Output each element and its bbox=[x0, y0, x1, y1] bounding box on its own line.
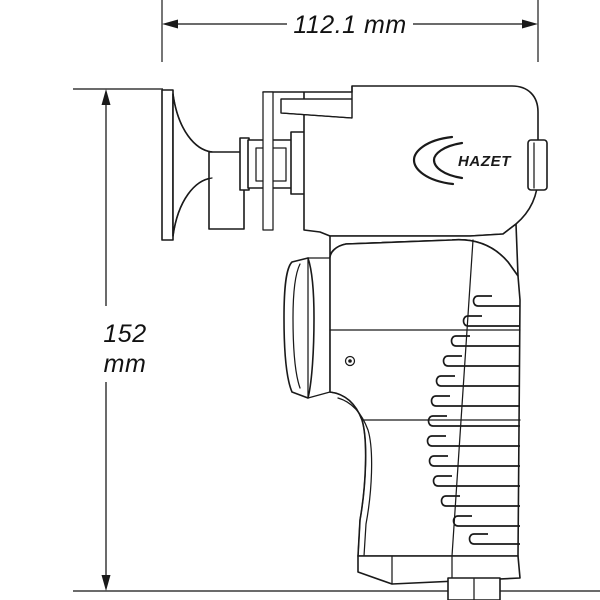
logo-c-bracket-icon bbox=[412, 135, 455, 186]
impact-wrench-drawing: HAZET bbox=[161, 85, 548, 600]
grip-rib bbox=[452, 515, 520, 527]
anvil-hub bbox=[208, 151, 245, 230]
logo-c-inner-icon bbox=[432, 141, 464, 180]
grip-rib bbox=[427, 415, 520, 427]
anvil-flange-plate bbox=[161, 89, 174, 241]
horizontal-dimension-label: 112.1 mm bbox=[293, 11, 406, 39]
arrowhead-down-icon bbox=[101, 575, 111, 591]
vertical-dimension-label-unit: mm bbox=[104, 350, 147, 378]
grip-front-curve bbox=[329, 391, 367, 557]
anvil-taper-cone bbox=[172, 93, 213, 237]
grip-rib bbox=[440, 495, 520, 507]
housing-left-face bbox=[262, 91, 274, 231]
grip-rib bbox=[426, 435, 520, 447]
hazet-logo: HAZET bbox=[412, 135, 512, 186]
square-drive-shoulder bbox=[290, 131, 306, 195]
grip-rib bbox=[435, 375, 520, 387]
hazet-logo-text: HAZET bbox=[458, 153, 512, 170]
trigger-lever bbox=[283, 257, 315, 399]
pin-screw-center bbox=[348, 359, 352, 363]
vertical-dimension: 152 mm bbox=[73, 88, 600, 592]
trigger-lever-inner-edge bbox=[292, 263, 301, 389]
anvil-cone-top-edge bbox=[172, 93, 213, 153]
grip-rib bbox=[430, 395, 520, 407]
vertical-dimension-label-value: 152 bbox=[103, 320, 146, 348]
grip-rib bbox=[468, 533, 520, 545]
rear-selector-tab bbox=[527, 139, 548, 191]
anvil-cone-bottom-edge bbox=[172, 177, 213, 237]
arrowhead-left-icon bbox=[162, 19, 178, 29]
grip-rear-diagonal bbox=[451, 239, 474, 557]
grip-rib bbox=[462, 315, 520, 327]
top-recess-panel-edges bbox=[280, 91, 353, 119]
arrowhead-right-icon bbox=[522, 19, 538, 29]
grip-rib bbox=[432, 475, 520, 487]
arrowhead-up-icon bbox=[101, 89, 111, 105]
grip-rib bbox=[450, 335, 520, 347]
horizontal-dimension: 112.1 mm bbox=[161, 0, 539, 62]
grip-handle bbox=[329, 238, 521, 557]
grip-rib bbox=[472, 295, 520, 307]
grip-rib bbox=[442, 355, 520, 367]
grip-front-curve-inner bbox=[337, 397, 373, 557]
grip-rib bbox=[428, 455, 520, 467]
grip-rib-group bbox=[426, 295, 520, 545]
